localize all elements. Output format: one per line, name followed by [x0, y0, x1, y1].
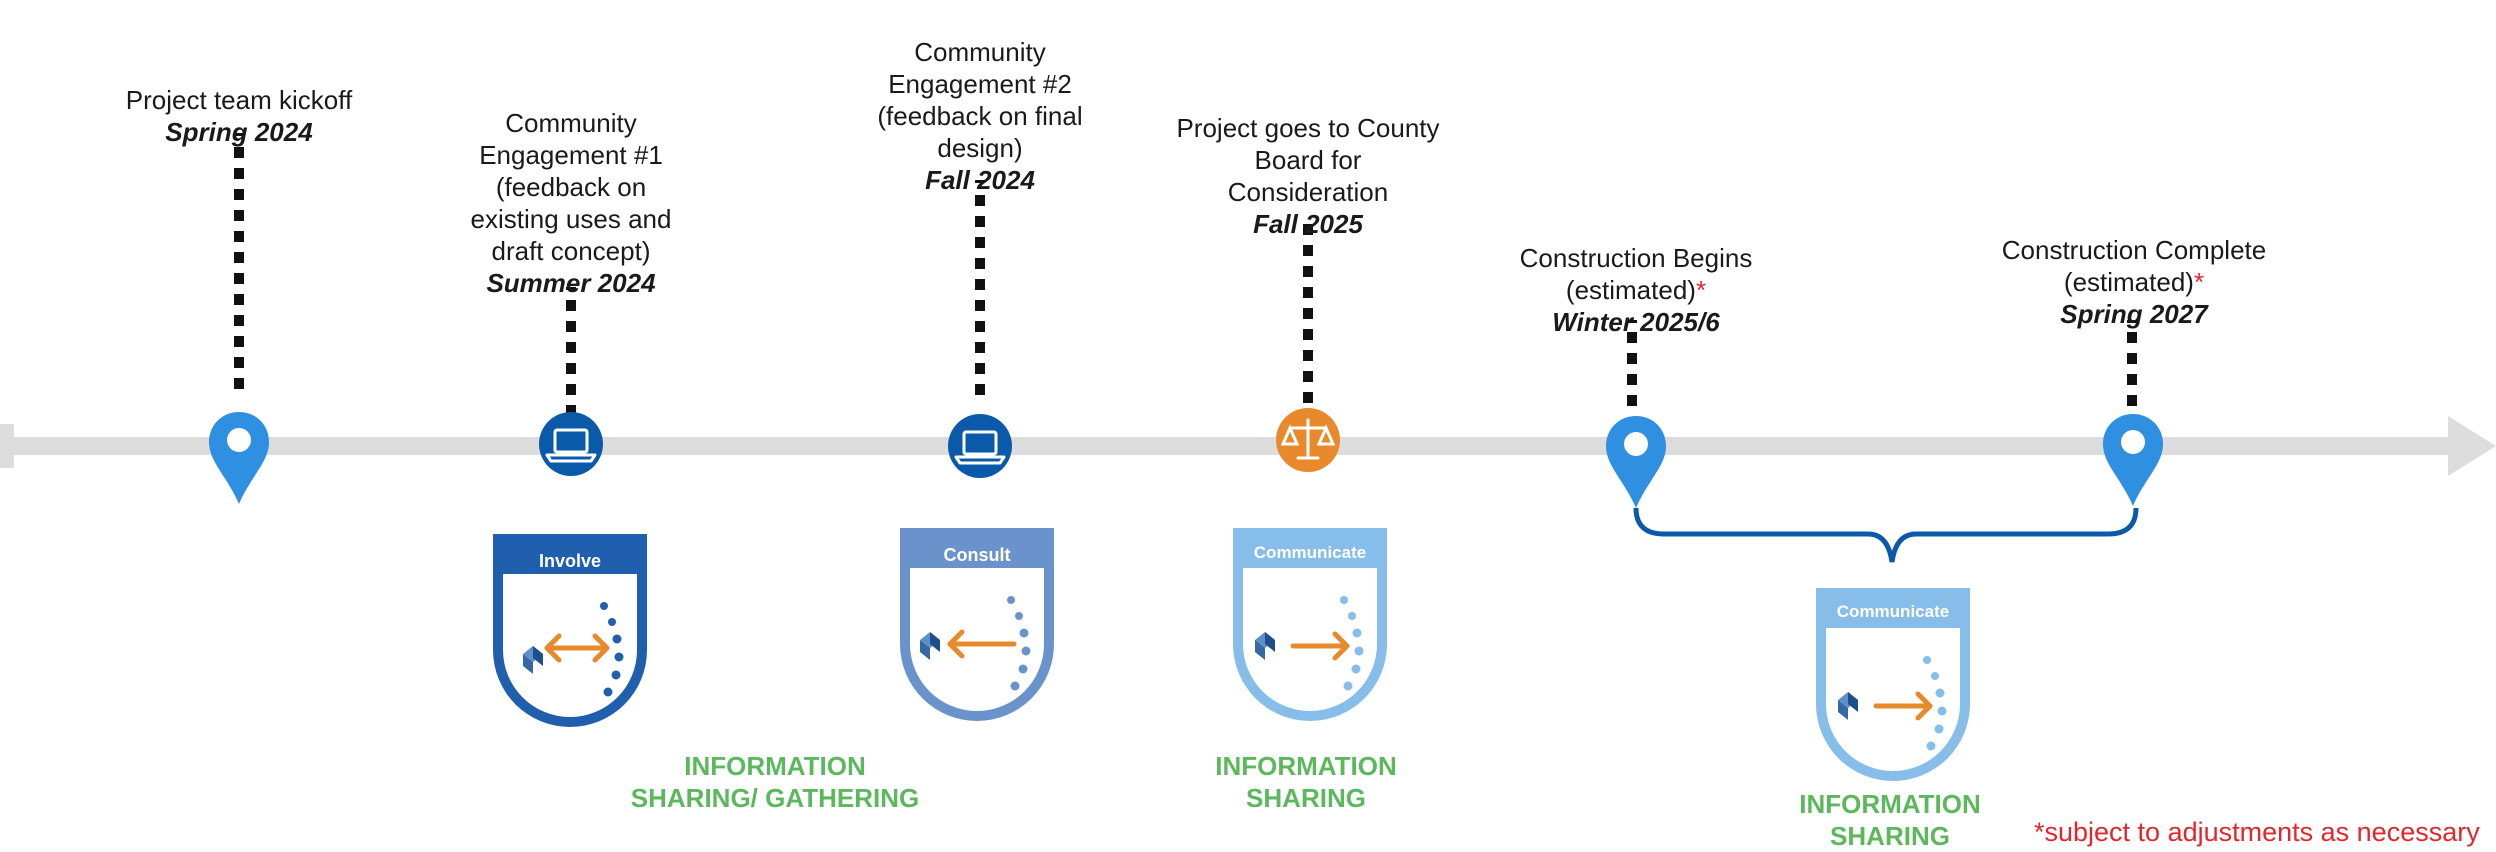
milestone-date: Summer 2024	[486, 268, 656, 298]
diamond-icon	[523, 646, 543, 674]
map-pin-icon	[209, 412, 269, 504]
consult-badge	[900, 528, 1054, 721]
phase-label-sharing-gathering: INFORMATION SHARING/ GATHERING	[630, 751, 920, 813]
phase-label-sharing: INFORMATION SHARING	[1799, 789, 1981, 851]
milestone-engagement-2: Community Engagement #2 (feedback on fin…	[830, 4, 1130, 228]
scale-of-justice-icon	[1276, 408, 1340, 472]
milestone-date: Fall 2025	[1253, 209, 1363, 239]
milestone-kickoff: Project team kickoff Spring 2024	[89, 52, 389, 180]
diamond-icon	[1838, 692, 1858, 720]
milestone-county-board: Project goes to County Board for Conside…	[1148, 80, 1468, 272]
milestone-engagement-1: Community Engagement #1 (feedback on exi…	[421, 75, 721, 331]
badge-label: Communicate	[1254, 543, 1366, 562]
milestone-date: Winter 2025/6	[1552, 307, 1720, 337]
milestone-date: Spring 2027	[2060, 299, 2208, 329]
milestone-construction-complete: Construction Complete (estimated)* Sprin…	[1959, 202, 2309, 362]
milestone-date: Spring 2024	[165, 117, 313, 147]
milestone-construction-begins: Construction Begins (estimated)* Winter …	[1476, 210, 1796, 370]
phase-label-sharing: INFORMATION SHARING	[1215, 751, 1397, 813]
asterisk-mark: *	[2193, 267, 2205, 297]
left-arrow-icon	[947, 629, 1017, 659]
double-arrow-icon	[544, 633, 610, 663]
milestone-title: Project team kickoff	[125, 85, 353, 115]
badge-label: Communicate	[1837, 602, 1949, 621]
badge-label: Involve	[539, 551, 601, 571]
communicate-badge	[1233, 528, 1387, 721]
communicate-badge	[1816, 588, 1970, 781]
diamond-icon	[1255, 632, 1275, 660]
involve-badge	[493, 534, 647, 727]
milestone-title: Community Engagement #1 (feedback on exi…	[470, 108, 672, 266]
milestone-title: Construction Complete (estimated)	[2001, 235, 2267, 297]
map-pin-icon	[2103, 414, 2163, 506]
right-arrow-icon	[1873, 691, 1933, 721]
milestone-title: Community Engagement #2 (feedback on fin…	[877, 37, 1083, 163]
map-pin-icon	[1606, 416, 1666, 508]
dotted-connectors	[234, 133, 2137, 416]
construction-span-brace	[1633, 507, 2139, 563]
laptop-icon	[539, 412, 603, 476]
laptop-icon	[948, 414, 1012, 478]
right-arrow-icon	[1290, 631, 1350, 661]
milestone-title: Project goes to County Board for Conside…	[1176, 113, 1440, 207]
timeline-bar	[0, 416, 2496, 476]
diamond-icon	[920, 632, 940, 660]
milestone-date: Fall 2024	[925, 165, 1035, 195]
asterisk-mark: *	[1695, 275, 1707, 305]
milestone-title: Construction Begins (estimated)	[1519, 243, 1753, 305]
footnote: *subject to adjustments as necessary	[2034, 817, 2480, 847]
badge-label: Consult	[944, 545, 1011, 565]
